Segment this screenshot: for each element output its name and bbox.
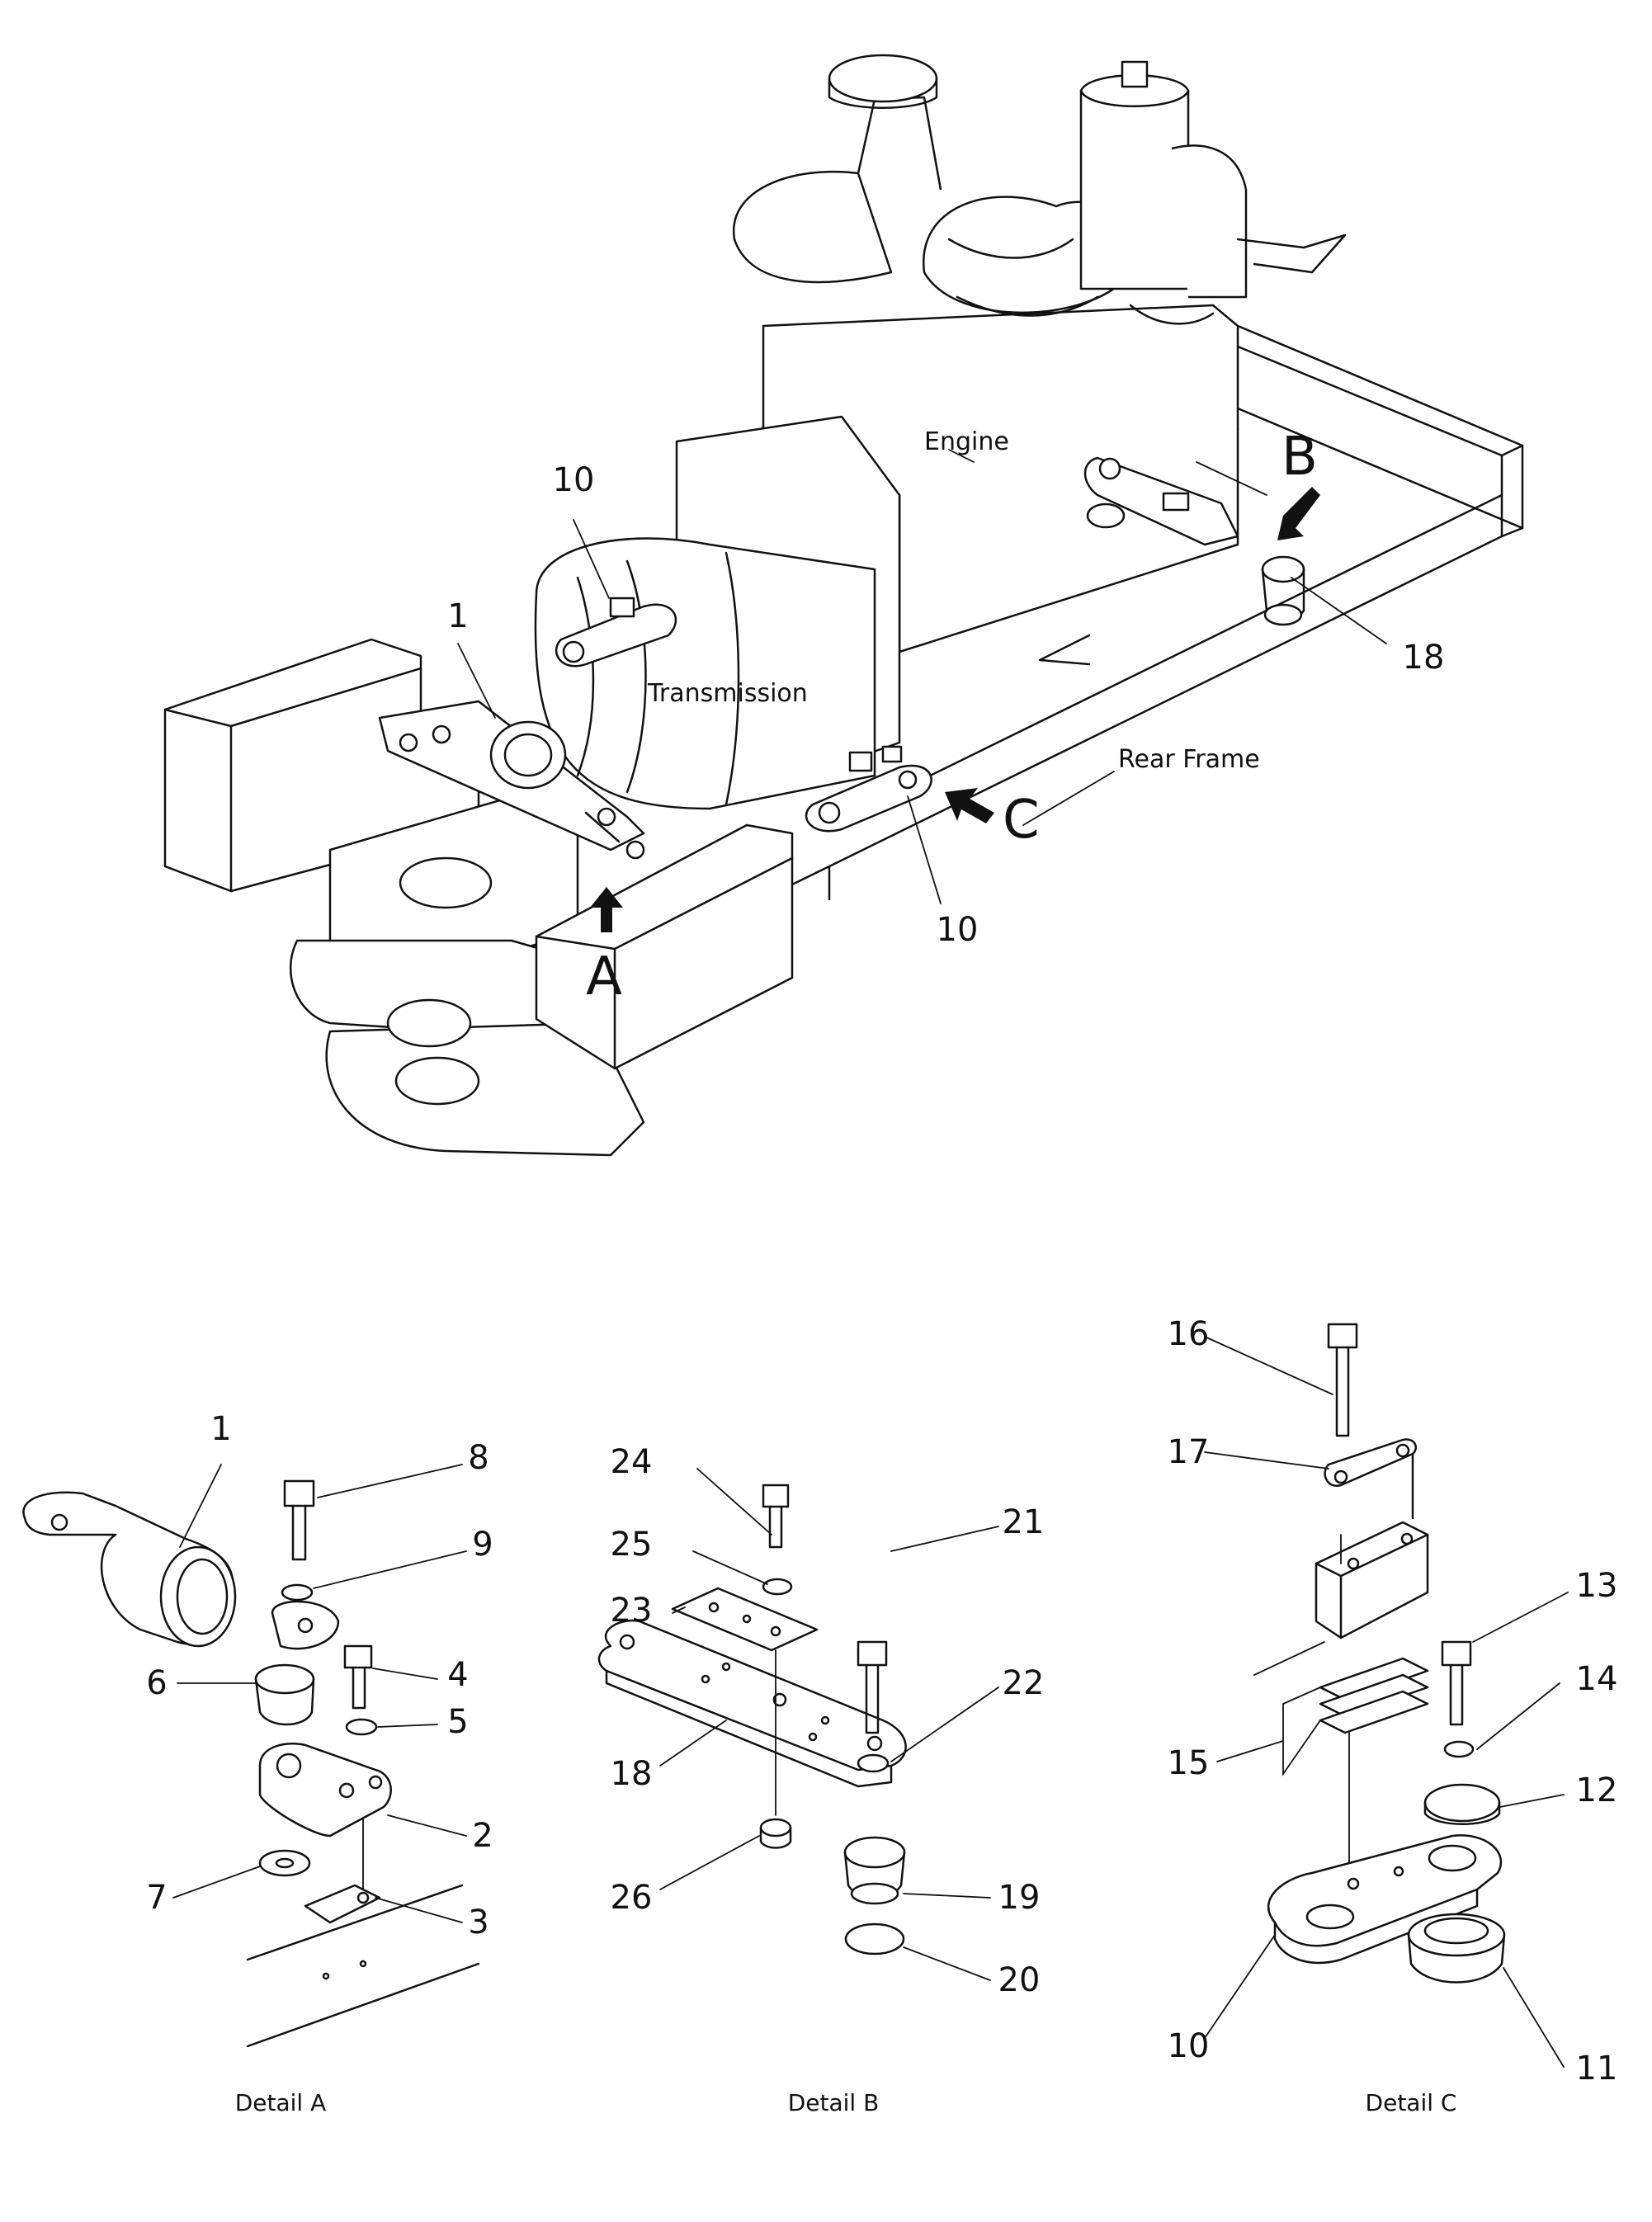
mount-c-drawing (805, 745, 932, 833)
detail-c-callout-14: 14 (1576, 1660, 1618, 1698)
detail-c-callout-10: 10 (1168, 2027, 1210, 2065)
detail-a-callout-1: 1 (210, 1410, 231, 1448)
detail-c-view: 16 17 13 14 15 12 10 11 Detail C (1168, 1315, 1618, 2116)
engine-label: Engine (924, 427, 1009, 456)
detail-c-callout-15: 15 (1168, 1744, 1210, 1782)
detail-b-callout-19: 19 (998, 1879, 1041, 1917)
detail-a-callout-2: 2 (472, 1817, 493, 1855)
detail-a-callout-4: 4 (447, 1656, 468, 1694)
detail-c-caption: Detail C (1366, 2089, 1457, 2116)
detail-a-caption: Detail A (235, 2089, 327, 2116)
detail-a-callout-6: 6 (146, 1664, 167, 1702)
detail-b-callout-26: 26 (611, 1879, 653, 1917)
rear-frame-label: Rear Frame (1118, 745, 1260, 774)
view-b-label: B (1281, 427, 1318, 488)
transmission-label: Transmission (647, 679, 808, 708)
detail-c-callout-12: 12 (1576, 1771, 1618, 1809)
view-c-label: C (1003, 790, 1040, 851)
detail-c-callout-13: 13 (1576, 1567, 1618, 1605)
detail-b-caption: Detail B (788, 2089, 880, 2116)
detail-b-callout-21: 21 (1003, 1503, 1045, 1541)
detail-c-callout-11: 11 (1576, 2050, 1618, 2088)
transmission-mount-drawing (555, 597, 677, 668)
detail-c-callout-17: 17 (1168, 1433, 1210, 1471)
main-callout-10-top: 10 (553, 461, 595, 499)
main-callout-18: 18 (1403, 639, 1445, 677)
main-callout-1: 1 (447, 597, 468, 635)
detail-a-callout-7: 7 (146, 1879, 167, 1917)
detail-a-view: 1 8 9 6 4 5 2 7 3 Detail A (22, 1410, 493, 2116)
detail-b-callout-20: 20 (998, 1961, 1041, 1999)
main-assembly-view: Engine Transmission Rear Frame A B C 10 … (163, 54, 1524, 1157)
detail-a-callout-3: 3 (468, 1904, 489, 1941)
detail-b-callout-22: 22 (1003, 1664, 1045, 1702)
detail-a-callout-9: 9 (472, 1526, 493, 1564)
view-a-label: A (586, 946, 622, 1007)
front-frame-drawing (163, 638, 794, 1157)
front-mount-drawing (378, 700, 645, 860)
detail-a-callout-5: 5 (447, 1703, 468, 1741)
main-callout-10-bottom: 10 (937, 911, 979, 949)
detail-b-view: 24 25 23 21 22 18 26 19 20 Detail B (597, 1443, 1045, 2116)
detail-c-callout-16: 16 (1168, 1315, 1210, 1353)
mount-b-drawing (1083, 456, 1305, 626)
detail-a-callout-8: 8 (468, 1439, 489, 1477)
detail-b-callout-24: 24 (611, 1443, 653, 1481)
engine-drawing (732, 54, 1347, 653)
detail-b-callout-18: 18 (611, 1755, 653, 1793)
detail-b-callout-25: 25 (611, 1526, 653, 1564)
detail-b-callout-23: 23 (611, 1592, 653, 1630)
